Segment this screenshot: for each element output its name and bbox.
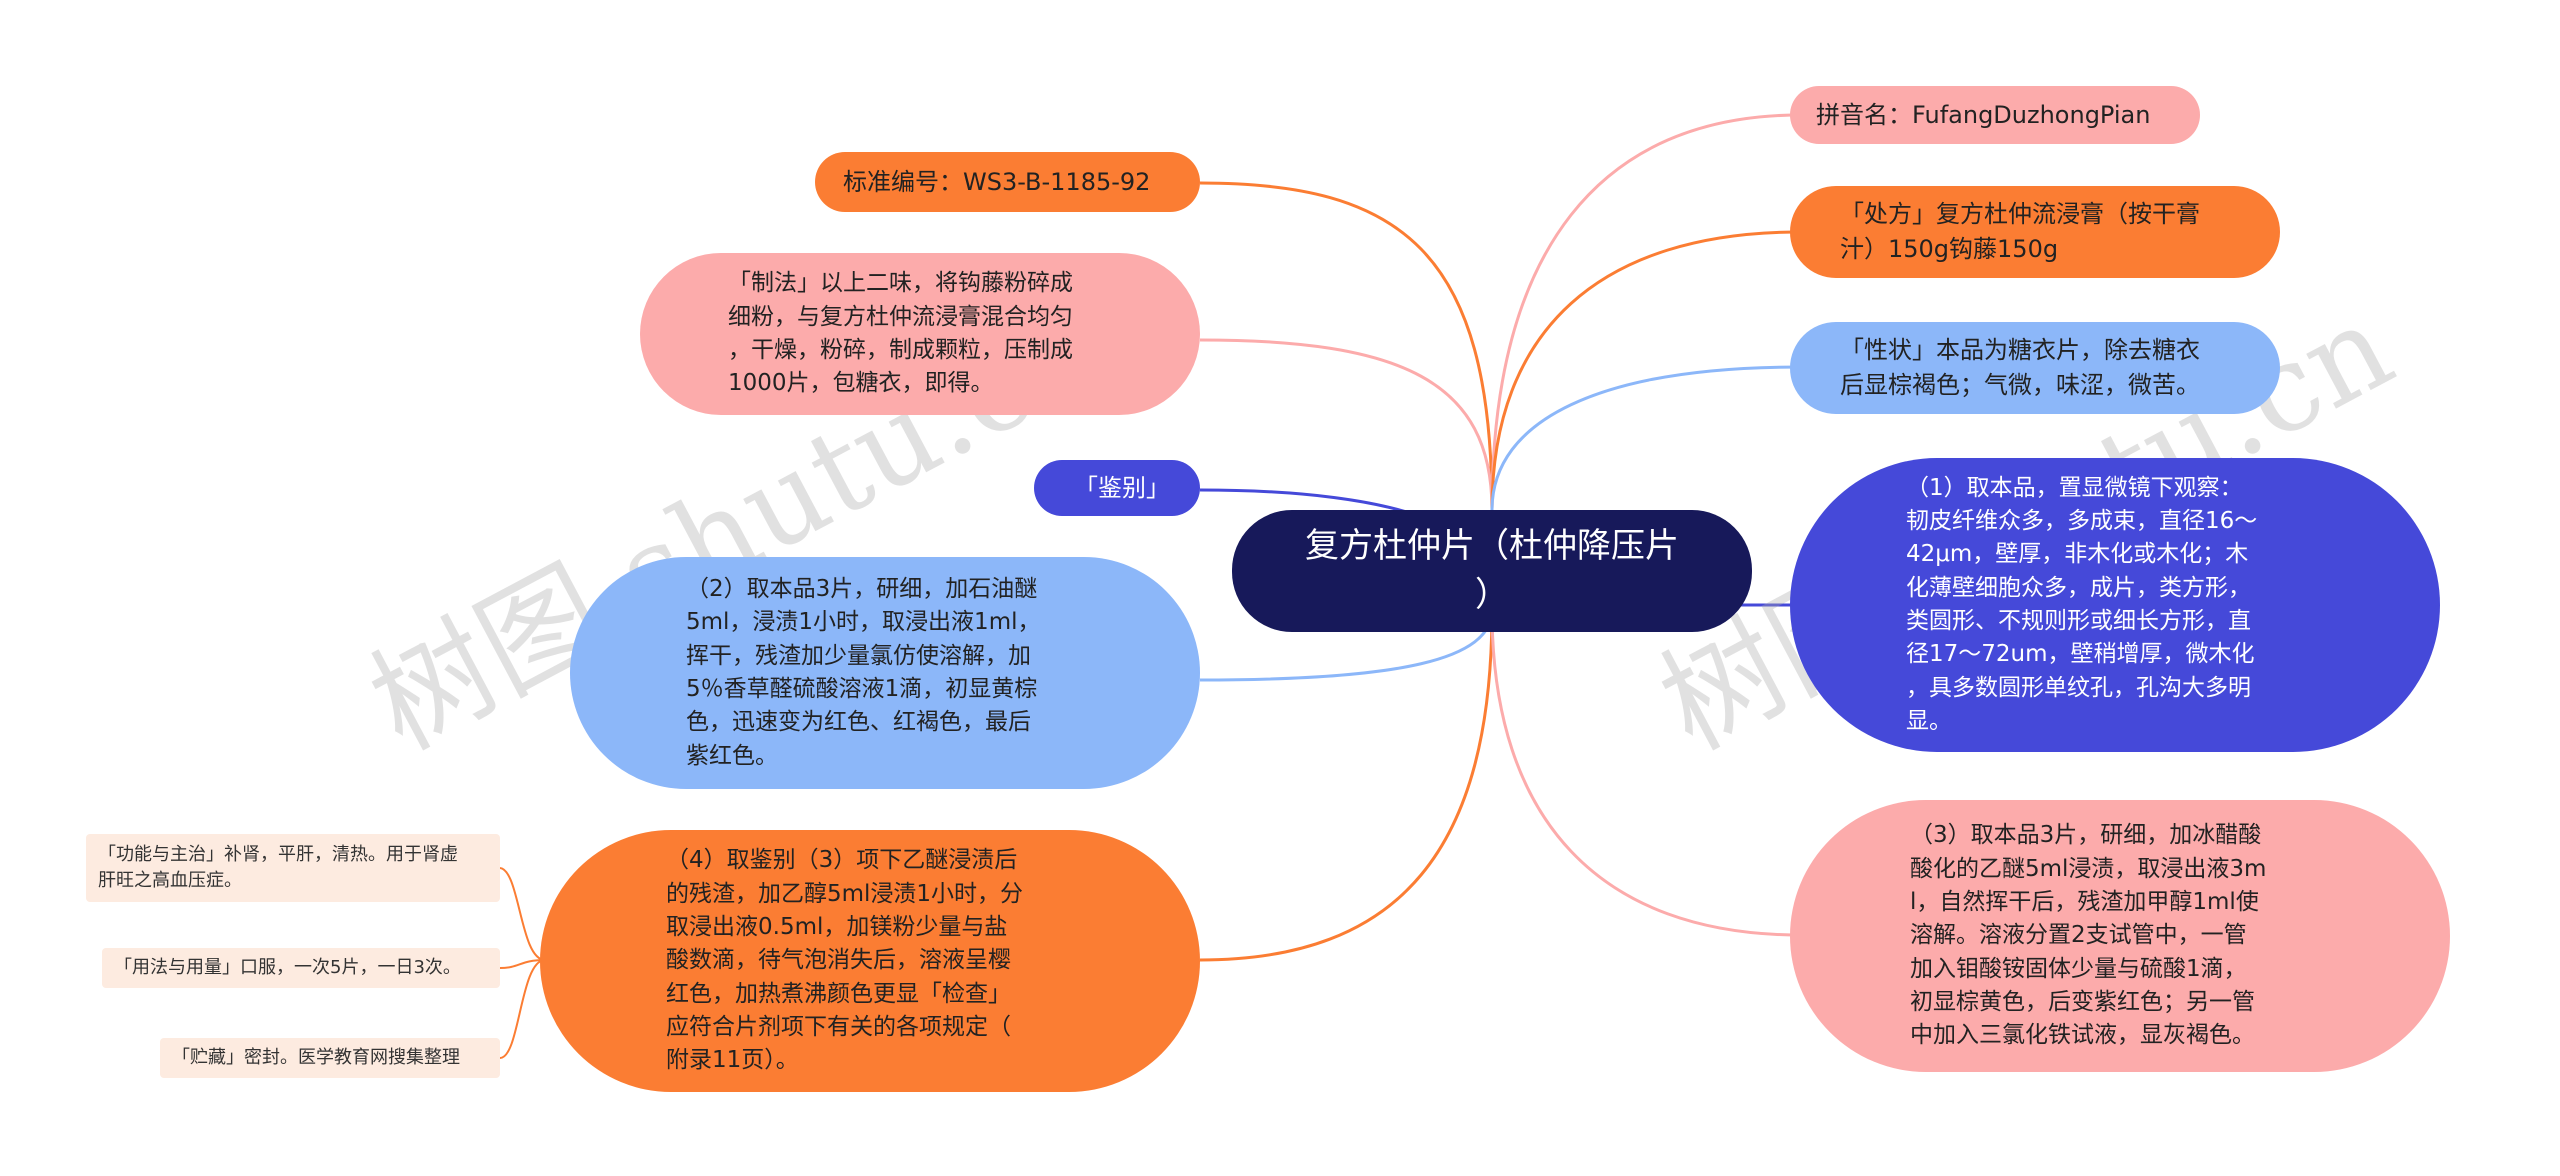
node-xingzhuang-text: 「性状」本品为糖衣片，除去糖衣 后显棕褐色；气微，味涩，微苦。 [1840,336,2200,399]
center-topic-label: 复方杜仲片（杜仲降压片 ） [1305,525,1679,615]
node-chufang-text: 「处方」复方杜仲流浸膏（按干膏 汁）150g钩藤150g [1840,200,2200,263]
link-jianbie4 [1199,609,1494,962]
node-pinyin-text: 拼音名：FufangDuzhongPian [1816,100,2151,129]
link-zhifa [1199,338,1494,511]
link-pinyin [1490,113,1801,511]
node-jianbie3-text: （3）取本品3片，研细，加冰醋酸 酸化的乙醚5ml浸渍，取浸出液3m l，自然挥… [1910,822,2267,1049]
link-gongneng [499,867,546,961]
link-zhucang [499,959,546,1059]
link-yongfa [499,959,546,969]
node-jianbie[interactable]: 「鉴别」 [1034,460,1200,516]
link-xingzhuang [1490,365,1801,511]
node-zhucang[interactable]: 「贮藏」密封。医学教育网搜集整理 [160,1038,500,1078]
node-jianbie4-text: （4）取鉴别（3）项下乙醚浸渍后 的残渣，加乙醇5ml浸渍1小时，分 取浸出液0… [666,847,1024,1074]
node-gongneng[interactable]: 「功能与主治」补肾，平肝，清热。用于肾虚 肝旺之高血压症。 [86,834,500,902]
node-jianbie-text: 「鉴别」 [1074,473,1170,502]
node-gongneng-text: 「功能与主治」补肾，平肝，清热。用于肾虚 肝旺之高血压症。 [98,843,458,891]
node-jianbie1-text: （1）取本品，置显微镜下观察： 韧皮纤维众多，多成束，直径16～ 42μm，壁厚… [1906,474,2258,735]
node-jianbie3[interactable]: （3）取本品3片，研细，加冰醋酸 酸化的乙醚5ml浸渍，取浸出液3m l，自然挥… [1790,800,2450,1072]
node-yongfa[interactable]: 「用法与用量」口服，一次5片，一日3次。 [102,948,500,988]
node-pinyin[interactable]: 拼音名：FufangDuzhongPian [1790,86,2200,144]
link-jianbie3 [1490,609,1801,937]
node-jianbie2[interactable]: （2）取本品3片，研细，加石油醚 5ml，浸渍1小时，取浸出液1ml， 挥干，残… [570,557,1200,789]
node-yongfa-text: 「用法与用量」口服，一次5片，一日3次。 [114,956,461,978]
node-xingzhuang[interactable]: 「性状」本品为糖衣片，除去糖衣 后显棕褐色；气微，味涩，微苦。 [1790,322,2280,414]
node-chufang[interactable]: 「处方」复方杜仲流浸膏（按干膏 汁）150g钩藤150g [1790,186,2280,278]
node-zhifa-text: 「制法」以上二味，将钩藤粉碎成 细粉，与复方杜仲流浸膏混合均匀 ，干燥，粉碎，制… [728,270,1073,397]
node-jianbie2-text: （2）取本品3片，研细，加石油醚 5ml，浸渍1小时，取浸出液1ml， 挥干，残… [686,575,1041,769]
link-biaozhun [1199,181,1494,511]
node-jianbie1[interactable]: （1）取本品，置显微镜下观察： 韧皮纤维众多，多成束，直径16～ 42μm，壁厚… [1790,458,2440,752]
node-biaozhun[interactable]: 标准编号：WS3-B-1185-92 [815,152,1200,212]
link-chufang [1490,230,1801,511]
node-biaozhun-text: 标准编号：WS3-B-1185-92 [843,167,1151,196]
node-zhucang-text: 「贮藏」密封。医学教育网搜集整理 [172,1046,460,1068]
center-topic[interactable]: 复方杜仲片（杜仲降压片 ） [1232,510,1752,632]
node-zhifa[interactable]: 「制法」以上二味，将钩藤粉碎成 细粉，与复方杜仲流浸膏混合均匀 ，干燥，粉碎，制… [640,253,1200,415]
node-jianbie4[interactable]: （4）取鉴别（3）项下乙醚浸渍后 的残渣，加乙醇5ml浸渍1小时，分 取浸出液0… [540,830,1200,1092]
